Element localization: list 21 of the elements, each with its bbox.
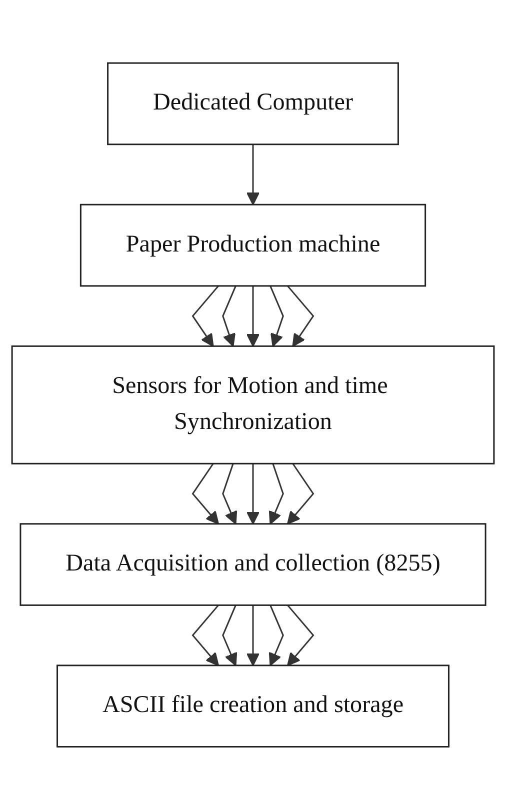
arrow — [222, 462, 238, 524]
arrow — [192, 462, 219, 524]
arrow — [192, 285, 219, 346]
arrow — [246, 144, 260, 205]
arrow — [192, 604, 219, 666]
arrow — [268, 462, 284, 524]
node-box: Sensors for Motion and time Synchronization — [11, 345, 495, 464]
arrow — [246, 604, 260, 666]
arrow — [287, 285, 314, 346]
node-box: Data Acquisition and collection (8255) — [20, 522, 486, 606]
arrow — [287, 462, 314, 524]
arrow — [246, 286, 260, 346]
node-box: Dedicated Computer — [107, 62, 399, 145]
node-box: Paper Production machine — [80, 203, 426, 286]
arrow — [246, 463, 260, 524]
node-box: ASCII file creation and storage — [56, 664, 450, 748]
arrow — [268, 604, 284, 666]
arrow — [222, 285, 236, 346]
arrow — [222, 604, 238, 666]
arrow — [270, 285, 284, 346]
arrow — [287, 604, 314, 666]
